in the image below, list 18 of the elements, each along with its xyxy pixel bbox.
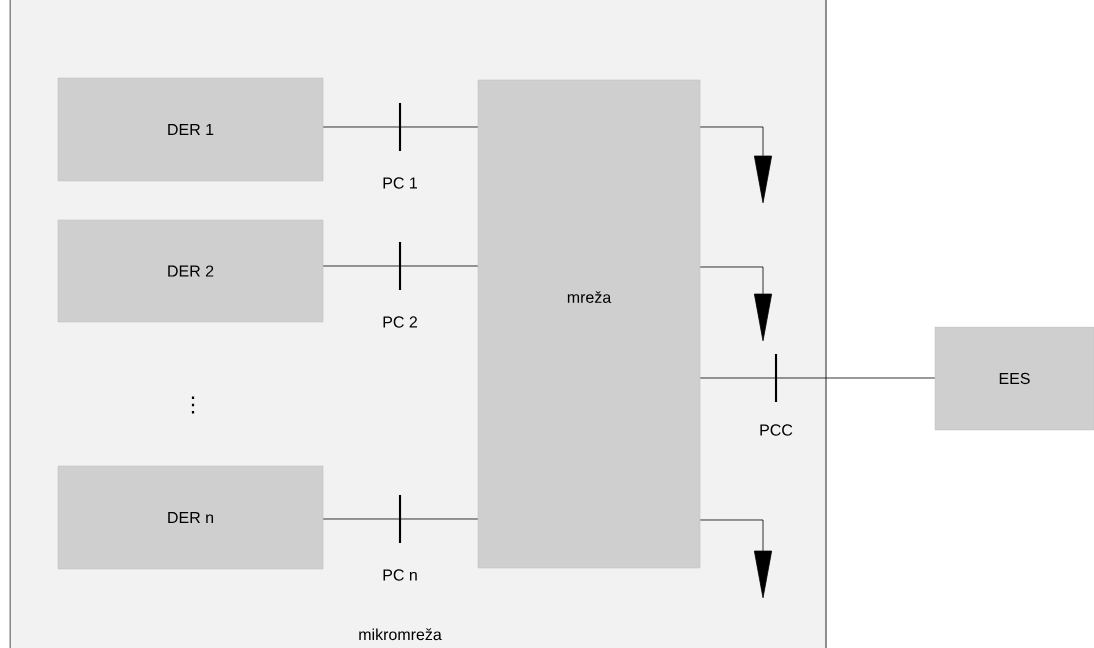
ellipsis-dots: ⋮: [191, 396, 195, 414]
process-box: DER n: [57, 465, 324, 570]
process-box: DER 2: [57, 219, 324, 323]
frame-label: mikromreža: [359, 628, 442, 641]
edge-label: PCC: [760, 424, 793, 436]
edge-label: PC n: [383, 569, 417, 581]
process-box: DER 1: [57, 77, 324, 182]
edge-label: PC 1: [383, 177, 417, 189]
load-arrow: [699, 126, 773, 204]
process-box: mreža: [477, 79, 701, 569]
edge-label: PC 2: [383, 316, 417, 328]
load-arrow: [699, 519, 773, 599]
process-box: EES: [934, 326, 1094, 431]
connector-line: [322, 265, 479, 267]
connector-line: [322, 518, 479, 520]
load-arrow: [699, 266, 773, 342]
connector-line: [322, 126, 479, 128]
connector-line: [699, 377, 936, 379]
